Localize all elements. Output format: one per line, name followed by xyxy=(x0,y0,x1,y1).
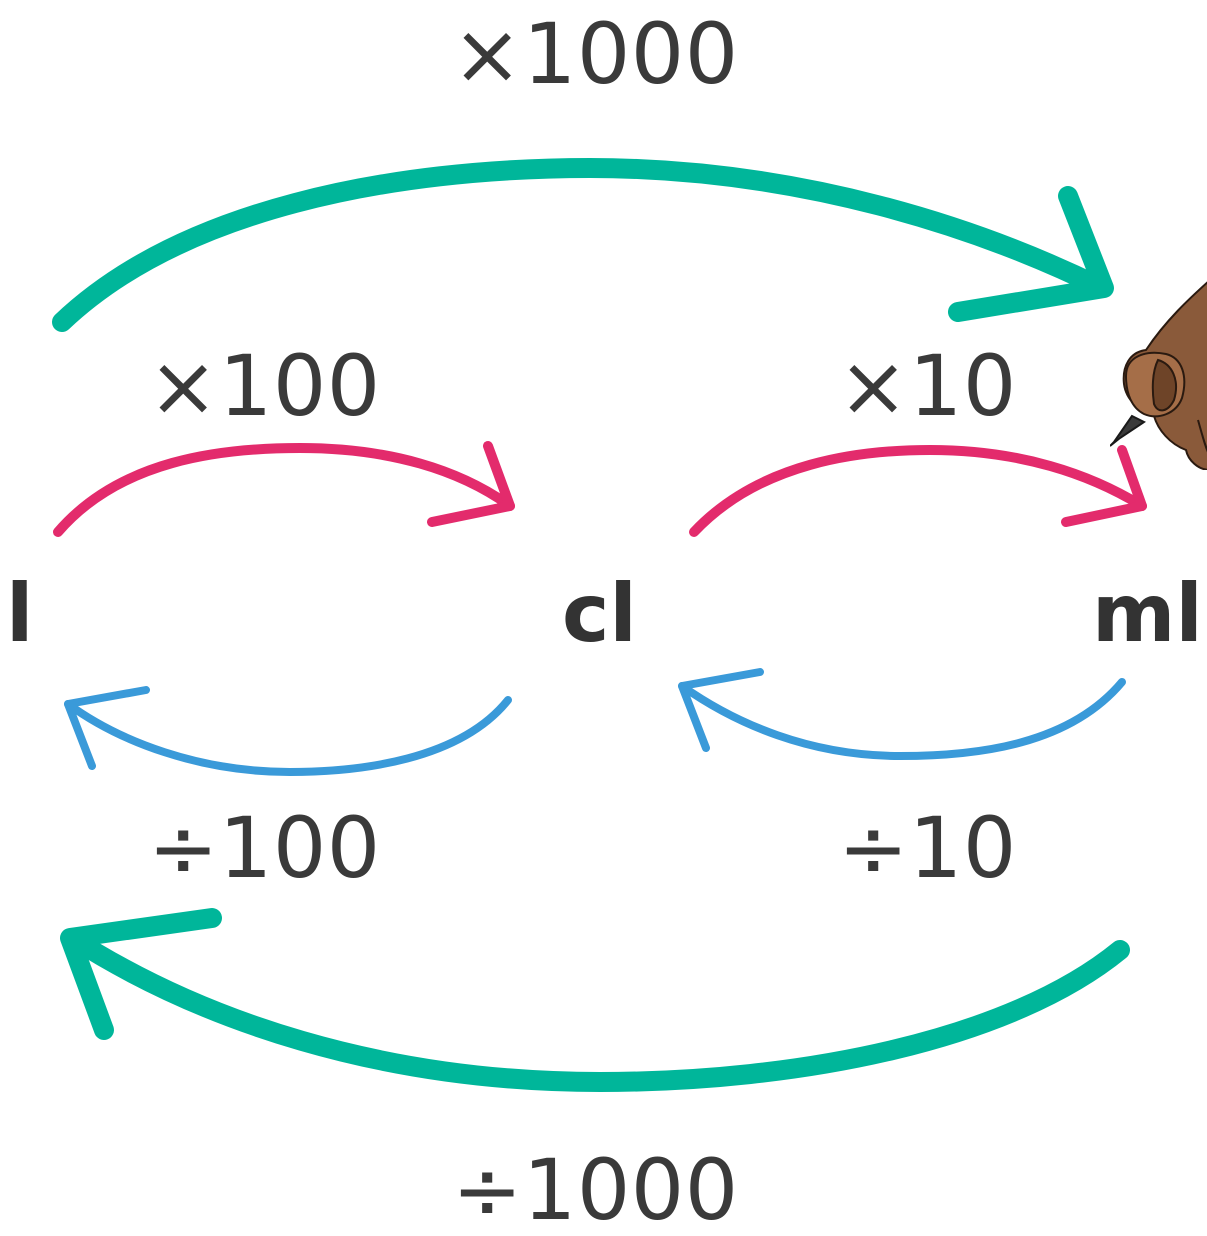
label-cl-to-ml: ×10 xyxy=(838,337,1017,435)
label-l-to-cl: ×100 xyxy=(148,337,381,435)
arrow-l-to-cl xyxy=(53,441,515,537)
unit-centilitre: cl xyxy=(562,567,637,660)
unit-millilitre: ml xyxy=(1092,567,1203,660)
arrow-ml-to-cl xyxy=(678,668,1126,760)
label-ml-to-l: ÷1000 xyxy=(452,1141,739,1236)
label-l-to-ml: ×1000 xyxy=(452,5,739,103)
arrow-ml-to-l xyxy=(60,908,1130,1092)
label-ml-to-cl: ÷10 xyxy=(838,799,1017,897)
unit-litre: l xyxy=(6,567,34,660)
label-cl-to-l: ÷100 xyxy=(148,799,381,897)
arrow-cl-to-l xyxy=(64,686,512,776)
hand-holding-pen-icon xyxy=(1110,281,1207,470)
arrow-cl-to-ml xyxy=(689,445,1147,537)
arrow-l-to-ml xyxy=(52,158,1114,332)
